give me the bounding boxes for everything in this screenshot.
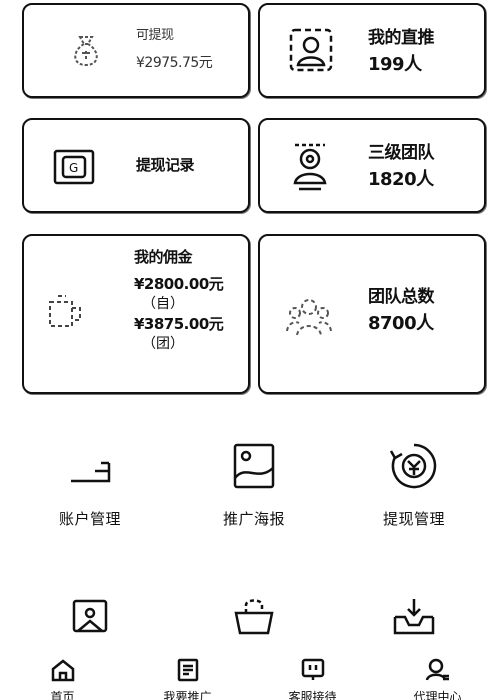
commission-card[interactable]: 我的佣金 ¥2800.00元 （自） ¥3875.00元 （团）	[22, 234, 250, 394]
tab-home-label: 首页	[50, 690, 75, 700]
tab-home[interactable]: 首页	[8, 650, 118, 700]
tab-agent-center-label: 代理中心	[413, 690, 462, 700]
tab-promote-label: 我要推广	[163, 690, 212, 700]
tab-customer-service[interactable]: 客服接待	[258, 650, 368, 700]
team-avatar-icon	[284, 138, 336, 194]
menu-item-bag[interactable]	[194, 590, 314, 658]
image-icon	[70, 590, 110, 642]
team-total-title: 团队总数	[368, 287, 435, 307]
svg-text:G: G	[69, 161, 78, 175]
level3-team-title: 三级团队	[368, 143, 435, 163]
commission-title: 我的佣金	[134, 248, 193, 266]
inbox-icon	[391, 590, 437, 642]
team-total-card[interactable]: 团队总数 8700人	[258, 234, 486, 394]
withdraw-record-card[interactable]: G 提现记录	[22, 118, 250, 213]
bag-icon	[232, 590, 276, 642]
user-icon	[425, 658, 451, 686]
balance-card[interactable]: 可提现 ¥2975.75元	[22, 3, 250, 98]
balance-value: ¥2975.75元	[136, 55, 213, 71]
commission-team-value: ¥3875.00元	[134, 315, 224, 333]
menu-promo-poster[interactable]: 推广海报	[194, 440, 314, 529]
menu-withdraw-management-label: 提现管理	[382, 510, 445, 528]
menu-account-management-label: 账户管理	[58, 510, 121, 528]
home-icon	[50, 658, 76, 686]
record-icon: G	[50, 144, 98, 188]
person-icon	[286, 25, 336, 75]
menu-item-inbox[interactable]	[354, 590, 474, 658]
menu-promo-poster-label: 推广海报	[222, 510, 285, 528]
direct-referrals-card[interactable]: 我的直推 199人	[258, 3, 486, 98]
menu-item-image[interactable]	[30, 590, 150, 658]
balance-title: 可提现	[136, 28, 174, 43]
tab-promote[interactable]: 我要推广	[133, 650, 243, 700]
menu-account-management[interactable]: 账户管理	[30, 440, 150, 529]
commission-wallet-icon	[42, 288, 90, 336]
tab-customer-service-label: 客服接待	[288, 690, 337, 700]
commission-self-value: ¥2800.00元	[134, 275, 224, 293]
tab-agent-center[interactable]: 代理中心	[383, 650, 493, 700]
commission-self-label: （自）	[142, 296, 184, 312]
commission-team-label: （团）	[142, 336, 184, 352]
level3-team-value: 1820人	[368, 169, 434, 190]
poster-icon	[232, 440, 276, 492]
withdraw-icon	[389, 440, 439, 492]
bottom-tab-bar: 首页 我要推广 客服接待 代理中心	[0, 650, 500, 700]
wallet-icon	[65, 440, 115, 492]
list-icon	[176, 658, 200, 686]
level3-team-card[interactable]: 三级团队 1820人	[258, 118, 486, 213]
withdraw-record-title: 提现记录	[136, 156, 195, 174]
group-icon	[284, 292, 334, 340]
chat-icon	[300, 658, 326, 686]
menu-withdraw-management[interactable]: 提现管理	[354, 440, 474, 529]
team-total-value: 8700人	[368, 313, 434, 334]
direct-referrals-title: 我的直推	[368, 28, 435, 48]
money-bag-icon	[64, 29, 108, 73]
direct-referrals-value: 199人	[368, 54, 422, 75]
